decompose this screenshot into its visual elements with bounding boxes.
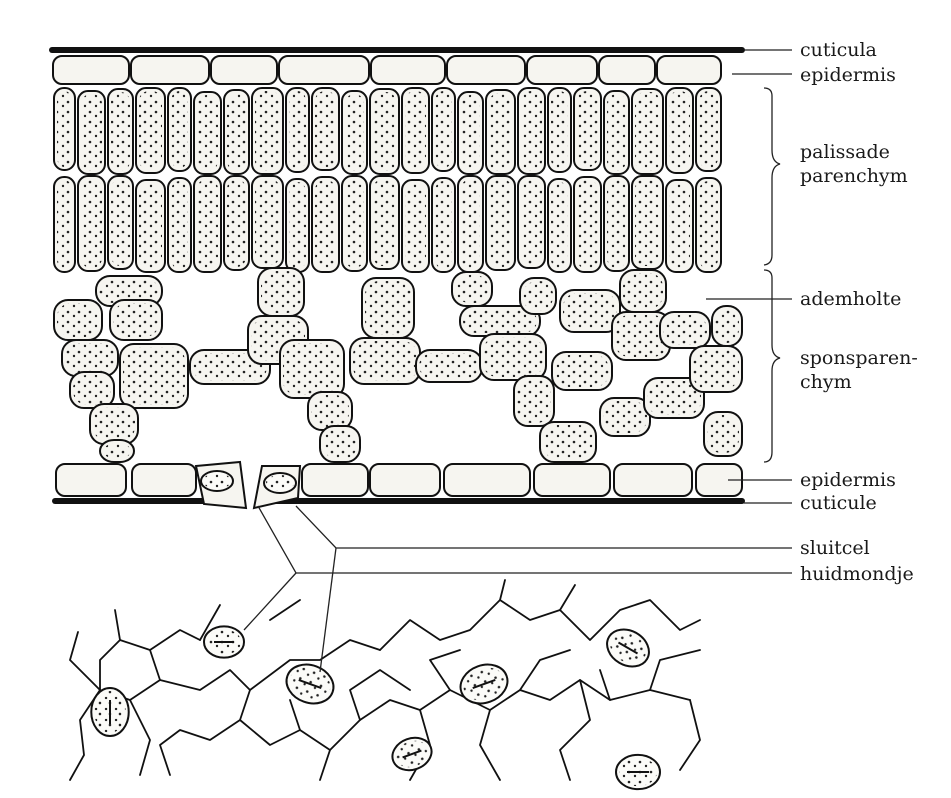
- upper-epidermis-cell: [447, 56, 525, 84]
- label-sluitcel: sluitcel: [800, 537, 870, 559]
- leader-sluitcel: [296, 506, 792, 548]
- label-cuticule: cuticule: [800, 492, 877, 514]
- upper-epidermis-cell: [599, 56, 655, 84]
- epidermal-cell-wall: [200, 580, 575, 780]
- label-palissade: palissade: [800, 141, 890, 163]
- stoma-surface: [204, 626, 244, 657]
- leader-sluitcel-down: [320, 548, 336, 672]
- epidermal-cell-wall: [380, 600, 700, 650]
- leader-huidmondje-down: [244, 573, 296, 630]
- epidermal-cell-wall: [130, 640, 380, 780]
- leader-huidmondje: [258, 506, 792, 573]
- label-huidmondje: huidmondje: [800, 563, 914, 585]
- stoma-surface: [455, 658, 513, 710]
- stoma-surface: [600, 622, 655, 674]
- lower-epidermis-cell: [614, 464, 692, 496]
- stoma-surface: [281, 658, 339, 710]
- upper-epidermis-cell: [657, 56, 721, 84]
- stoma-surface: [616, 755, 660, 789]
- lower-epidermis-cell: [370, 464, 440, 496]
- upper-epidermis-cell: [279, 56, 369, 84]
- stoma-cross-section: [196, 462, 300, 508]
- upper-epidermis-cell: [53, 56, 129, 84]
- label-parenchym: parenchym: [800, 165, 908, 187]
- palisade-bracket: [764, 88, 780, 265]
- label-ademholte: ademholte: [800, 288, 901, 310]
- epidermal-cell-wall: [330, 680, 690, 750]
- palisade-parenchyma: [54, 88, 721, 272]
- upper-epidermis-cell: [211, 56, 277, 84]
- upper-epidermis-cell: [131, 56, 209, 84]
- label-chym: chym: [800, 371, 852, 393]
- lower-epidermis-cell: [132, 464, 196, 496]
- lower-epidermis: [56, 464, 742, 496]
- label-epidermis-bottom: epidermis: [800, 469, 896, 491]
- lower-epidermis-cell: [534, 464, 610, 496]
- upper-epidermis: [53, 56, 721, 84]
- upper-epidermis-cell: [527, 56, 597, 84]
- label-cuticula: cuticula: [800, 39, 877, 61]
- label-sponsparen: sponsparen-: [800, 347, 918, 369]
- label-epidermis-top: epidermis: [800, 64, 896, 86]
- spongy-parenchyma: [54, 268, 742, 462]
- epidermal-cell-wall: [480, 650, 700, 780]
- stoma-surface: [91, 688, 128, 736]
- epidermis-surface-view: [70, 580, 700, 789]
- lower-epidermis-cell: [302, 464, 368, 496]
- upper-epidermis-cell: [371, 56, 445, 84]
- lower-epidermis-cell: [56, 464, 126, 496]
- lower-epidermis-cell: [444, 464, 530, 496]
